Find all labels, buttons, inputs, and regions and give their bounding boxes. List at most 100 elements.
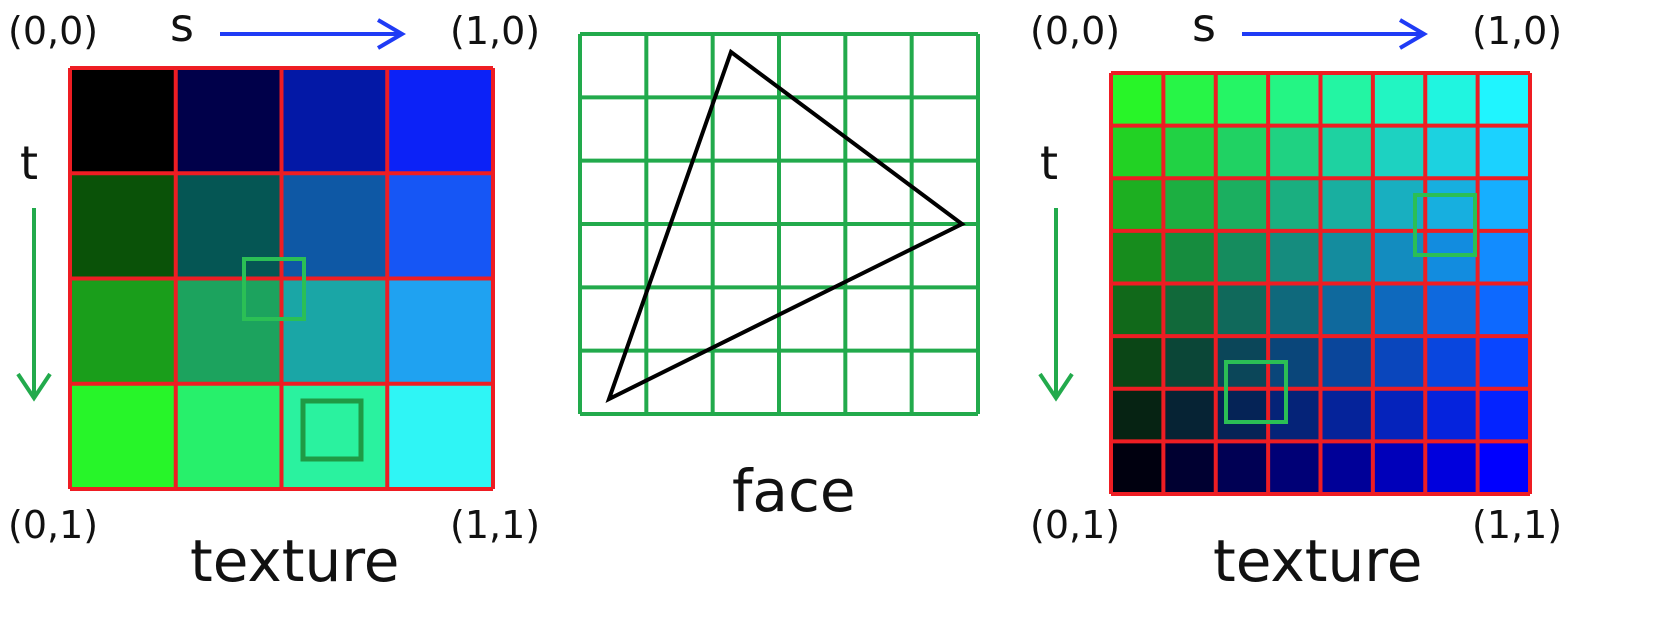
right-texel [1477, 441, 1530, 494]
right-texel [1372, 283, 1426, 337]
left-texel [281, 68, 388, 174]
right-texel [1425, 178, 1478, 231]
right-texture-grid [1109, 71, 1532, 496]
right-texel [1372, 441, 1426, 494]
right-texel [1163, 125, 1216, 179]
left-texel [281, 278, 388, 384]
left-texel [175, 383, 282, 489]
right-texel [1163, 178, 1216, 231]
right-texel [1163, 230, 1216, 284]
right-texel [1425, 336, 1478, 389]
right-s-axis-label: s [1192, 0, 1216, 52]
right-texel [1320, 336, 1373, 389]
right-corner-top-left: (0,0) [1030, 9, 1121, 53]
right-texel [1477, 336, 1530, 389]
right-texel [1425, 441, 1478, 494]
right-texel [1111, 336, 1164, 389]
left-texture-grid [68, 66, 495, 491]
right-texel [1320, 388, 1373, 442]
right-t-axis-label: t [1040, 136, 1059, 190]
left-s-axis-label: s [170, 0, 194, 52]
right-texel [1163, 73, 1216, 126]
right-texel [1268, 178, 1321, 231]
right-texel [1215, 388, 1269, 442]
right-texel [1320, 178, 1373, 231]
right-texel [1320, 73, 1373, 126]
right-texel [1372, 73, 1426, 126]
right-texel [1425, 125, 1478, 179]
right-texel [1215, 125, 1269, 179]
right-texel [1268, 388, 1321, 442]
right-texel [1477, 125, 1530, 179]
right-texel [1268, 283, 1321, 337]
right-texel [1163, 283, 1216, 337]
face-pixel-grid [578, 32, 980, 416]
right-texel [1215, 283, 1269, 337]
right-texel [1477, 230, 1530, 284]
right-texel [1215, 178, 1269, 231]
right-texel [1372, 125, 1426, 179]
left-texel [175, 278, 282, 384]
left-texture-caption: texture [190, 527, 400, 595]
left-s-arrow [220, 18, 406, 50]
left-sample-square-2 [300, 398, 364, 462]
right-corner-top-right: (1,0) [1472, 9, 1563, 53]
right-texel [1111, 388, 1164, 442]
right-sample-square-2 [1224, 360, 1288, 424]
left-texel [175, 173, 282, 279]
right-texel [1215, 73, 1269, 126]
right-texel [1477, 388, 1530, 442]
right-texel [1163, 388, 1216, 442]
face-triangle [605, 48, 966, 403]
left-texel [175, 68, 282, 174]
right-texel [1425, 283, 1478, 337]
right-texel [1425, 388, 1478, 442]
right-texel [1320, 230, 1373, 284]
left-texel [387, 173, 493, 279]
right-texel [1425, 73, 1478, 126]
right-texel [1111, 125, 1164, 179]
right-texel [1215, 230, 1269, 284]
right-texel [1268, 230, 1321, 284]
right-texel [1111, 230, 1164, 284]
left-texel [387, 383, 493, 489]
right-corner-bottom-left: (0,1) [1030, 503, 1121, 547]
left-corner-top-left: (0,0) [8, 9, 99, 53]
right-texel [1320, 125, 1373, 179]
left-texel [387, 278, 493, 384]
left-t-axis-label: t [20, 136, 39, 190]
left-texel [70, 68, 176, 174]
right-texel [1372, 178, 1426, 231]
right-texel [1111, 178, 1164, 231]
right-texel [1477, 283, 1530, 337]
left-corner-bottom-left: (0,1) [8, 503, 99, 547]
right-texel [1372, 336, 1426, 389]
right-texel [1320, 283, 1373, 337]
right-texel [1163, 336, 1216, 389]
right-texel [1477, 178, 1530, 231]
right-texel [1111, 283, 1164, 337]
left-texel [70, 278, 176, 384]
right-texel [1372, 230, 1426, 284]
left-texel [281, 173, 388, 279]
right-sample-square-1 [1413, 193, 1477, 257]
left-sample-square-1 [242, 257, 306, 321]
left-texel [70, 383, 176, 489]
right-texel [1111, 73, 1164, 126]
face-caption: face [732, 457, 856, 525]
right-texel [1111, 441, 1164, 494]
right-texel [1215, 441, 1269, 494]
left-t-arrow [16, 208, 52, 402]
right-texel [1268, 73, 1321, 126]
left-texel [70, 173, 176, 279]
right-texel [1163, 441, 1216, 494]
right-texel [1425, 230, 1478, 284]
right-texel [1372, 388, 1426, 442]
right-t-arrow [1038, 208, 1074, 402]
left-corner-top-right: (1,0) [450, 9, 541, 53]
right-s-arrow [1242, 18, 1428, 50]
right-texel [1268, 441, 1321, 494]
right-texel [1320, 441, 1373, 494]
right-texture-caption: texture [1213, 527, 1423, 595]
